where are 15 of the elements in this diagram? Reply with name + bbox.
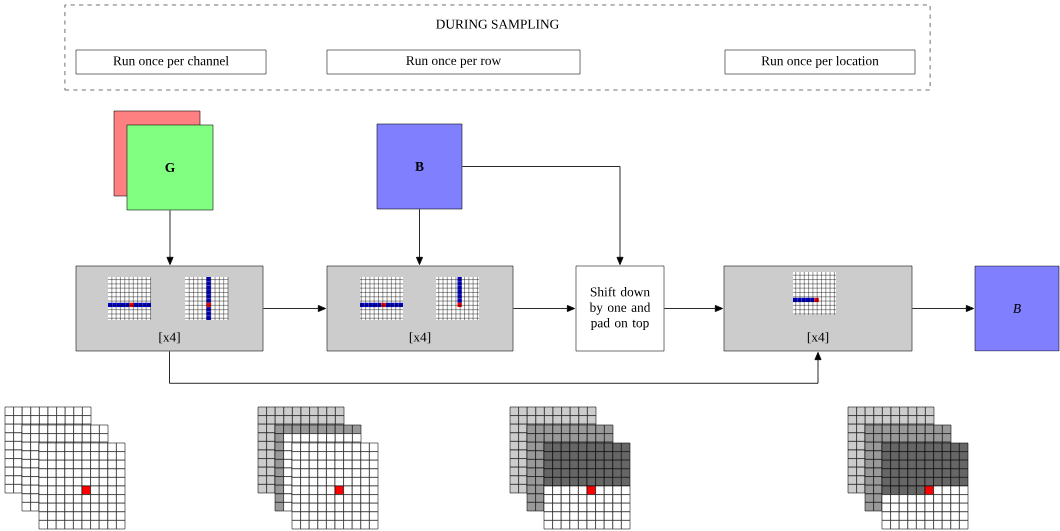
arrow [512, 305, 575, 312]
arrow [262, 305, 326, 312]
label-box: Run once per location [724, 49, 916, 75]
label-box: Run once per channel [75, 49, 267, 75]
arrow [166, 209, 174, 265]
arrow [911, 305, 974, 312]
process-box: Shift down by one and pad on top [575, 265, 665, 352]
arrow [663, 305, 723, 312]
arrow [461, 166, 624, 265]
channel-stack: G [113, 110, 214, 211]
label-box: Run once per row [326, 49, 581, 75]
arrow [416, 208, 423, 265]
channel-square: B [376, 123, 463, 210]
arrow [169, 350, 822, 384]
output-square: B [974, 265, 1060, 352]
